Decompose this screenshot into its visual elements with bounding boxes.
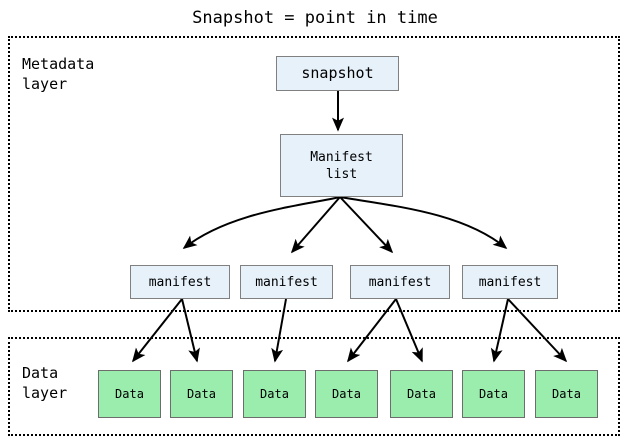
edge-manifest-2-to-data-4	[395, 298, 423, 363]
page-title: Snapshot = point in time	[192, 8, 438, 28]
node-data-2[interactable]: Data	[170, 370, 233, 418]
edge-manifest-3-to-data-5	[490, 298, 509, 363]
node-manifest-1[interactable]: manifest	[130, 265, 230, 299]
edge-manifest-3-to-data-6	[507, 298, 568, 363]
node-manifest-4[interactable]: manifest	[462, 265, 558, 299]
node-data-6[interactable]: Data	[462, 370, 525, 418]
metadata-layer-label: Metadata layer	[22, 55, 95, 93]
node-snapshot[interactable]: snapshot	[276, 56, 399, 91]
edge-manifest-list-to-manifest-3	[339, 196, 508, 250]
data-layer-label: Data layer	[22, 364, 68, 402]
node-manifest-2[interactable]: manifest	[240, 265, 333, 299]
node-data-1[interactable]: Data	[98, 370, 161, 418]
edge-manifest-1-to-data-2	[271, 298, 287, 363]
edge-manifest-2-to-data-3	[347, 298, 397, 363]
node-data-4[interactable]: Data	[315, 370, 378, 418]
edge-manifest-0-to-data-0	[132, 298, 183, 363]
edge-manifest-list-to-manifest-0	[182, 196, 341, 249]
node-manifest-3[interactable]: manifest	[350, 265, 450, 299]
edge-manifest-list-to-manifest-2	[339, 196, 394, 254]
node-manifest-list[interactable]: Manifest list	[280, 134, 403, 197]
edge-manifest-list-to-manifest-1	[290, 196, 341, 254]
node-data-3[interactable]: Data	[243, 370, 306, 418]
node-data-5[interactable]: Data	[390, 370, 453, 418]
edge-manifest-0-to-data-1	[181, 298, 200, 363]
node-data-7[interactable]: Data	[535, 370, 598, 418]
metadata-layer-boundary	[8, 36, 620, 312]
data-layer-boundary	[8, 337, 620, 436]
